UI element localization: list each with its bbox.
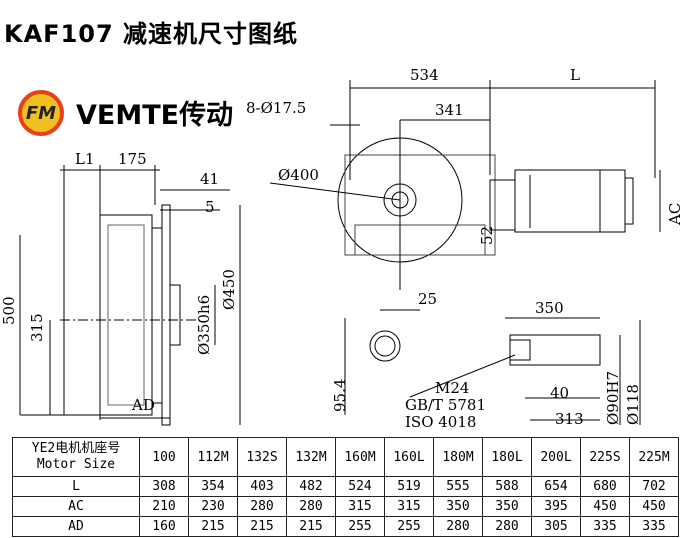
dim-d118: Ø118	[624, 384, 642, 425]
dim-500: 500	[0, 296, 18, 325]
dim-d450: Ø450	[220, 269, 238, 310]
dim-d400: Ø400	[278, 166, 319, 184]
value-cell: 335	[580, 516, 630, 537]
value-cell: 450	[629, 496, 679, 517]
value-cell: 280	[237, 496, 287, 517]
value-cell: 335	[629, 516, 679, 537]
row-label: L	[12, 476, 140, 497]
front-view	[269, 80, 661, 290]
shaft-detail	[344, 309, 641, 425]
side-view	[19, 165, 241, 426]
size-cell: 225M	[629, 437, 679, 477]
row-label: AC	[12, 496, 140, 517]
brand-name: VEMTE传动	[76, 100, 234, 131]
value-cell: 654	[531, 476, 581, 497]
value-cell: 524	[335, 476, 385, 497]
dim-52: 52	[478, 225, 496, 245]
value-cell: 230	[188, 496, 238, 517]
dim-d350: Ø350h6	[195, 294, 213, 355]
dim-bolt-holes: 8-Ø17.5	[246, 99, 307, 117]
dim-40: 40	[550, 384, 570, 402]
page-title: KAF107 减速机尺寸图纸	[4, 20, 299, 48]
value-cell: 350	[433, 496, 483, 517]
value-cell: 215	[188, 516, 238, 537]
dim-25: 25	[418, 290, 438, 308]
size-cell: 132M	[286, 437, 336, 477]
value-cell: 280	[286, 496, 336, 517]
value-cell: 702	[629, 476, 679, 497]
size-cell: 160M	[335, 437, 385, 477]
dim-41: 41	[200, 170, 220, 188]
dim-m24: M24	[435, 379, 470, 397]
dim-95-4: 95.4	[331, 378, 349, 412]
value-cell: 315	[384, 496, 434, 517]
value-cell: 450	[580, 496, 630, 517]
size-cell: 160L	[384, 437, 434, 477]
size-cell: 132S	[237, 437, 287, 477]
value-cell: 555	[433, 476, 483, 497]
dim-L: L	[570, 66, 580, 84]
size-cell: 200L	[531, 437, 581, 477]
dim-350: 350	[535, 299, 564, 317]
value-cell: 215	[286, 516, 336, 537]
dim-315: 315	[28, 313, 46, 342]
dim-341: 341	[435, 101, 464, 119]
size-cell: 180L	[482, 437, 532, 477]
dim-gbt: GB/T 5781	[405, 396, 487, 414]
dim-534: 534	[410, 66, 439, 84]
brand-logo: FM	[18, 90, 64, 136]
value-cell: 354	[188, 476, 238, 497]
value-cell: 255	[384, 516, 434, 537]
value-cell: 395	[531, 496, 581, 517]
value-cell: 210	[139, 496, 189, 517]
dim-313: 313	[555, 410, 584, 428]
value-cell: 215	[237, 516, 287, 537]
value-cell: 315	[335, 496, 385, 517]
value-cell: 680	[580, 476, 630, 497]
value-cell: 519	[384, 476, 434, 497]
row-label: AD	[12, 516, 140, 537]
value-cell: 255	[335, 516, 385, 537]
size-cell: 225S	[580, 437, 630, 477]
dim-175: 175	[118, 150, 147, 168]
value-cell: 280	[433, 516, 483, 537]
size-cell: 180M	[433, 437, 483, 477]
dim-AD: AD	[132, 396, 155, 414]
dim-L1: L1	[75, 150, 95, 168]
size-cell: 112M	[188, 437, 238, 477]
value-cell: 403	[237, 476, 287, 497]
size-cell: 100	[139, 437, 189, 477]
value-cell: 482	[286, 476, 336, 497]
dim-iso: ISO 4018	[405, 413, 477, 431]
dim-d90: Ø90H7	[604, 370, 622, 425]
value-cell: 308	[139, 476, 189, 497]
value-cell: 350	[482, 496, 532, 517]
value-cell: 280	[482, 516, 532, 537]
value-cell: 160	[139, 516, 189, 537]
dim-5: 5	[205, 198, 215, 216]
value-cell: 305	[531, 516, 581, 537]
dim-AC: AC	[666, 202, 684, 225]
value-cell: 588	[482, 476, 532, 497]
